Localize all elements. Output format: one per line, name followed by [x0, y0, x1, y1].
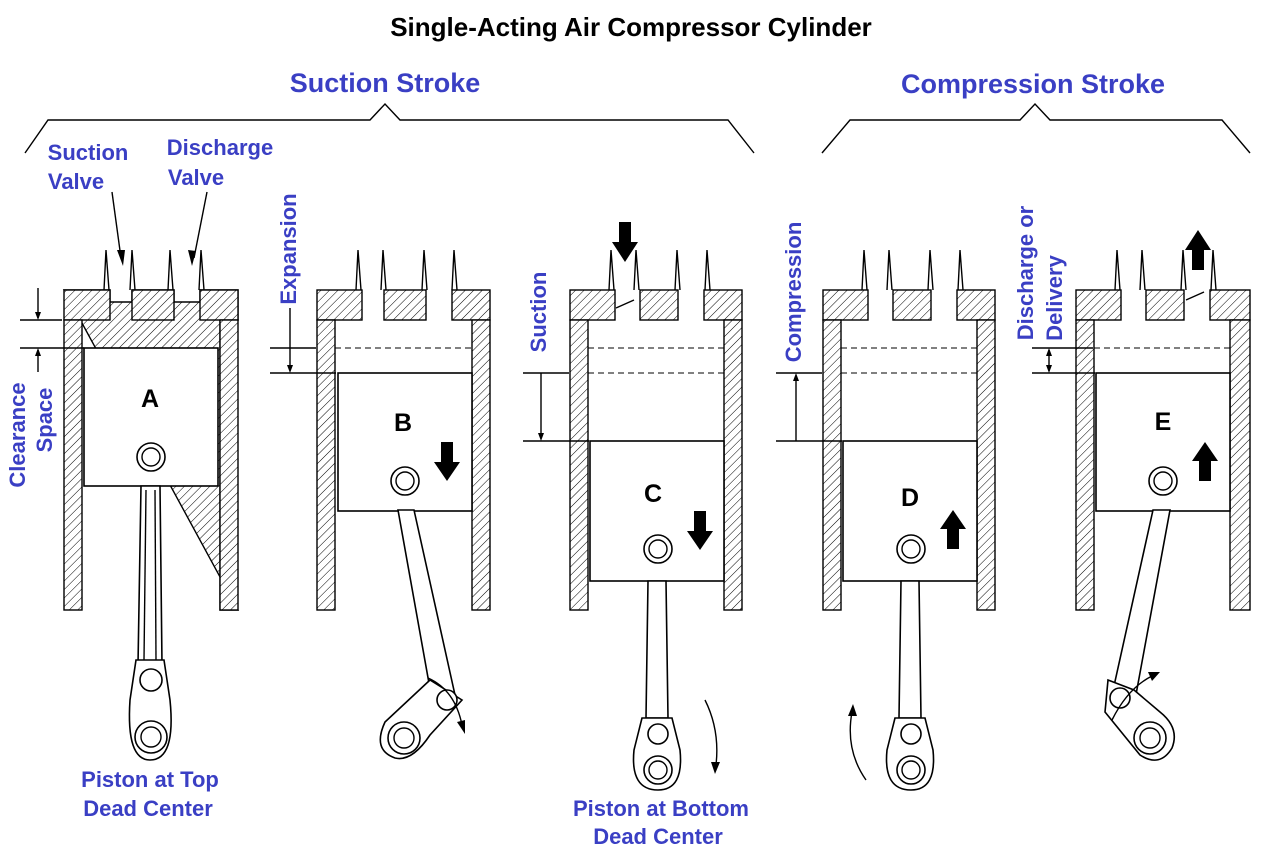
stage-e: E: [1032, 230, 1251, 761]
cylinder-wall-left: [316, 319, 336, 611]
stage-label-e: E: [1155, 408, 1172, 436]
connecting-rod: [137, 485, 163, 666]
suction-stroke-brace: [24, 102, 755, 154]
head-left: [63, 289, 111, 321]
valve-springs: [103, 249, 205, 291]
connecting-rod: [645, 580, 669, 719]
head-right: [199, 289, 239, 321]
cylinder-wall-left: [63, 319, 83, 611]
clearance-label-1: Clearance: [5, 382, 30, 487]
tdc-label-2: Dead Center: [83, 796, 213, 821]
stage-d: D: [776, 249, 996, 791]
connecting-rod: [898, 580, 922, 719]
connecting-rod: [397, 509, 456, 701]
connecting-rod: [1111, 509, 1171, 701]
cylinder-wall-right: [976, 319, 996, 611]
compression-stroke-label: Compression Stroke: [901, 69, 1165, 99]
valve-springs: [861, 249, 964, 291]
intake-arrow-icon: [612, 222, 638, 262]
clearance-label-2: Space: [32, 388, 57, 453]
suction-valve-label-2: Valve: [48, 169, 104, 194]
compression-label: Compression: [781, 222, 806, 363]
stage-label-b: B: [394, 409, 412, 437]
head-center: [131, 289, 175, 321]
down-arrow-icon: [434, 442, 460, 481]
suction-label: Suction: [526, 272, 551, 353]
up-arrow-icon: [940, 510, 966, 549]
stage-c: C: [523, 222, 743, 791]
discharge-label-1: Discharge or: [1013, 205, 1038, 340]
discharge-valve-label-1: Discharge: [167, 135, 273, 160]
compression-stroke-brace: [821, 102, 1251, 154]
stage-label-c: C: [644, 480, 662, 508]
cylinder-wall-right: [723, 319, 743, 611]
cylinder-wall-right: [471, 319, 491, 611]
suction-valve-label-1: Suction: [48, 140, 129, 165]
up-arrow-icon: [1192, 442, 1218, 481]
cylinder-wall-right: [1229, 319, 1251, 611]
stage-label-a: A: [141, 385, 159, 413]
valve-springs: [355, 249, 458, 291]
valve-springs: [608, 249, 711, 291]
tdc-label-1: Piston at Top: [81, 767, 219, 792]
stage-label-d: D: [901, 484, 919, 512]
outlet-arrow-icon: [1185, 230, 1211, 270]
suction-stroke-label: Suction Stroke: [290, 68, 481, 98]
expansion-label: Expansion: [276, 193, 301, 304]
valve-springs: [1114, 249, 1217, 291]
cylinder-wall-left: [822, 319, 842, 611]
cylinder-wall-left: [569, 319, 589, 611]
stage-a: A: [20, 191, 240, 761]
cylinder-wall-left: [1075, 319, 1095, 611]
discharge-valve-label-2: Valve: [168, 165, 224, 190]
bdc-label-1: Piston at Bottom: [573, 796, 749, 821]
diagram-title: Single-Acting Air Compressor Cylinder: [390, 12, 872, 42]
down-arrow-icon: [687, 511, 713, 550]
bdc-label-2: Dead Center: [593, 824, 723, 849]
stage-b: B: [270, 249, 491, 760]
cylinder-wall-right: [219, 319, 239, 611]
discharge-label-2: Delivery: [1042, 254, 1067, 340]
